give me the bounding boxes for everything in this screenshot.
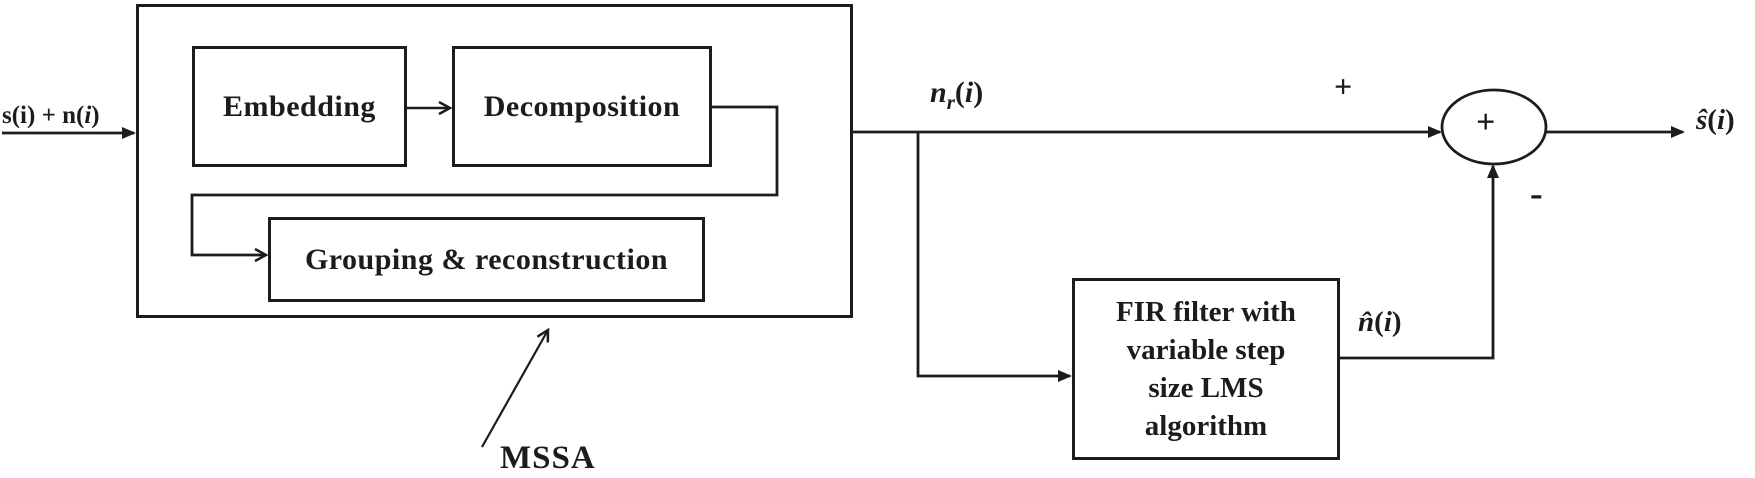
- fir-to-summing-connector: [1340, 164, 1499, 360]
- fir-filter-label-line3: size LMS: [1148, 372, 1264, 404]
- mssa-annotation-label: MSSA: [500, 440, 596, 476]
- summing-junction-circle: [1440, 88, 1548, 166]
- fir-filter-label-line4: algorithm: [1144, 410, 1268, 442]
- fir-filter-label-line1: FIR filter with: [1116, 296, 1296, 328]
- decomposition-block: Decomposition: [452, 46, 712, 167]
- fir-filter-block: FIR filter with variable step size LMS a…: [1072, 278, 1340, 460]
- branch-to-fir-connector: [916, 132, 1072, 382]
- minus-sign: -: [1530, 173, 1543, 215]
- input-signal-label: s(i) + n(i): [2, 102, 100, 129]
- shat-signal-label: ŝ(i): [1696, 104, 1735, 136]
- embedding-block: Embedding: [192, 46, 407, 167]
- grouping-reconstruction-block: Grouping & reconstruction: [268, 217, 705, 302]
- fir-filter-label: FIR filter with variable step size LMS a…: [1116, 293, 1296, 445]
- mssa-annotation-arrow: [481, 330, 548, 448]
- nr-signal-label: nr(i): [930, 76, 984, 114]
- nhat-signal-label: n̂(i): [1358, 306, 1402, 338]
- plus-sign: +: [1334, 68, 1353, 104]
- fir-filter-label-line2: variable step: [1126, 334, 1286, 366]
- embedding-label: Embedding: [223, 89, 376, 123]
- summing-junction-symbol: +: [1476, 104, 1496, 141]
- grouping-reconstruction-label: Grouping & reconstruction: [304, 242, 669, 276]
- mssa-block: [136, 4, 853, 318]
- decomposition-label: Decomposition: [483, 89, 681, 123]
- decomposition-to-grouping-connector: [190, 105, 779, 255]
